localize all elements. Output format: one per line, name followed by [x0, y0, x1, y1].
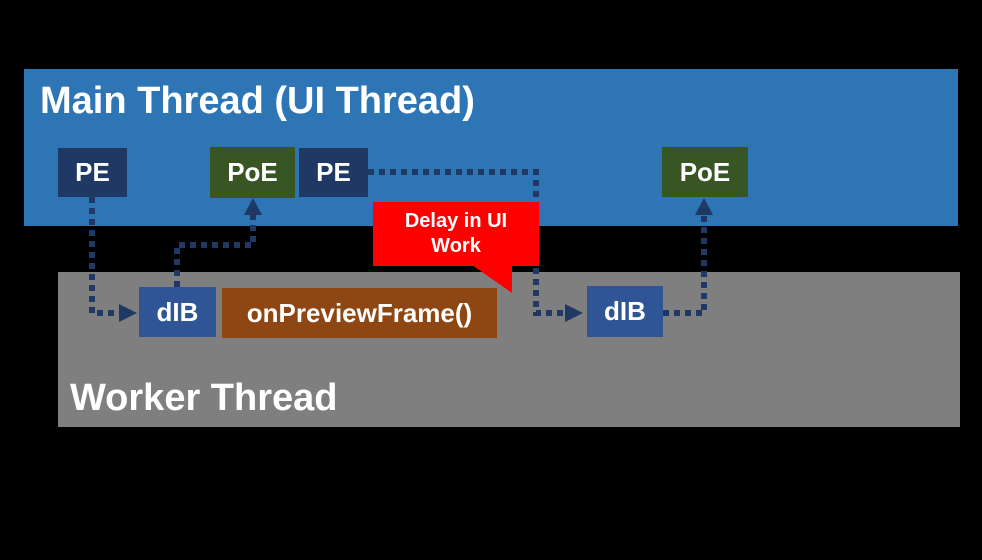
delay-callout: Delay in UI Work — [373, 202, 539, 266]
pe-box-1: PE — [58, 148, 127, 197]
delay-callout-line1: Delay in UI — [404, 210, 508, 232]
delay-callout-line2: Work — [431, 235, 481, 257]
worker-thread-title: Worker Thread — [70, 377, 338, 419]
onpreviewframe-box: onPreviewFrame() — [222, 288, 497, 338]
poe-box-2-label: PoE — [679, 156, 731, 187]
poe-box-1-label: PoE — [227, 157, 278, 187]
poe-box-1: PoE — [210, 147, 295, 198]
dib-box-2-label: dIB — [604, 296, 646, 326]
onpreviewframe-label: onPreviewFrame() — [246, 297, 473, 328]
poe-box-2: PoE — [662, 147, 748, 197]
dib-box-1-label: dIB — [156, 296, 199, 327]
dib-box-1: dIB — [139, 287, 216, 337]
pe-box-2-label: PE — [316, 157, 351, 187]
pe-box-1-label: PE — [75, 157, 110, 187]
pe-box-2: PE — [299, 148, 368, 197]
dib-box-2: dIB — [587, 286, 663, 337]
main-thread-title: Main Thread (UI Thread) — [40, 80, 475, 122]
